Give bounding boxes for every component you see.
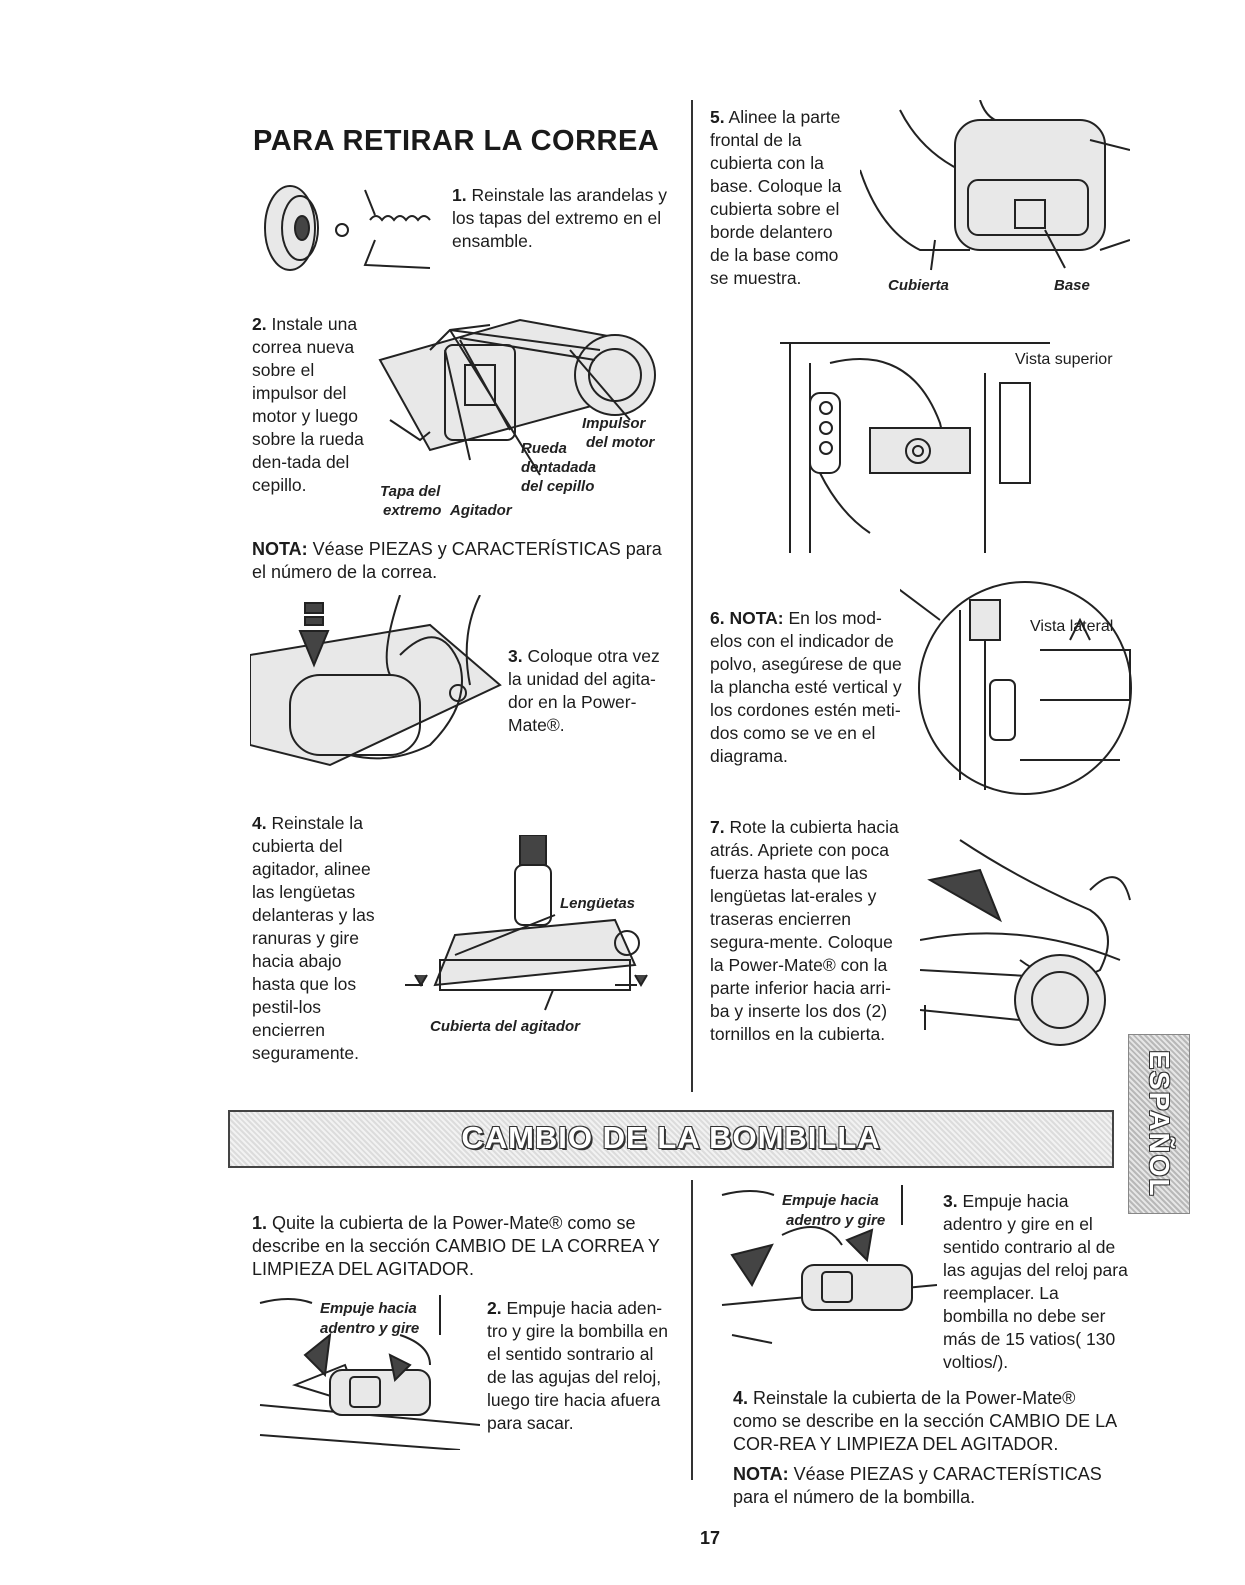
column-divider-bottom [691,1180,693,1480]
belt-step-3: 3. Coloque otra vez la unidad del agita-… [508,646,660,735]
belt-note: NOTA: Véase PIEZAS y CARACTERÍSTICAS par… [252,539,662,582]
bulb-note: NOTA: Véase PIEZAS y CARACTERÍSTICAS par… [733,1464,1102,1507]
label-rueda: Rueda [521,440,567,457]
label-tapa-del: Tapa del [380,483,441,500]
belt-step-4: 4. Reinstale la cubierta del agitador, a… [252,813,375,1063]
belt-install-figure [378,318,656,476]
label-vista-superior: Vista superior [1015,351,1113,368]
language-tab: ESPAÑOL [1128,1034,1190,1214]
label-empuje-right-1: Empuje hacia [782,1192,879,1209]
rotate-cover-figure [920,839,1131,1046]
belt-step-5: 5. Alinee la parte frontal de la cubiert… [710,107,842,288]
bulb-replace-figure [721,1185,937,1344]
top-view-figure [780,342,1050,553]
belt-step-7: 7. Rote la cubierta hacia atrás. Apriete… [710,817,899,1044]
agitator-cover-figure [405,835,648,1011]
label-agitador: Agitador [450,502,512,519]
end-cap-figure [264,185,431,271]
label-extremo: extremo [383,502,442,519]
belt-step-6: 6. NOTA: En los mod-elos con el indicado… [710,608,902,766]
label-empuje-left-1: Empuje hacia [320,1300,417,1317]
side-view-figure [900,581,1132,795]
bulb-step-1: 1. Quite la cubierta de la Power-Mate® c… [252,1213,660,1279]
label-base: Base [1054,277,1090,294]
bulb-step-4: 4. Reinstale la cubierta de la Power-Mat… [733,1388,1117,1454]
section-title-belt: PARA RETIRAR LA CORREA [253,125,660,157]
page-number: 17 [700,1528,721,1548]
bulb-step-3: 3. Empuje hacia adentro y gire en el sen… [943,1191,1128,1372]
label-impulsor: Impulsor [582,415,646,432]
label-del-cepillo: del cepillo [521,478,595,495]
label-empuje-right-2: adentro y gire [786,1212,886,1229]
belt-step-1: 1. Reinstale las arandelas y los tapas d… [452,185,668,251]
label-cubierta: Cubierta [888,277,949,294]
label-vista-lateral: Vista lateral [1030,618,1114,635]
label-dentadada: dentadada [521,459,597,476]
label-empuje-left-2: adentro y gire [320,1320,420,1337]
bulb-section-banner: CAMBIO DE LA BOMBILLA [228,1110,1114,1168]
agitator-replace-figure [250,595,502,767]
bulb-step-2: 2. Empuje hacia aden-tro y gire la bombi… [487,1298,668,1433]
label-lenguetas: Lengüetas [560,895,636,912]
label-cubierta-agitador: Cubierta del agitador [430,1018,581,1035]
label-del-motor: del motor [586,434,655,451]
belt-step-2: 2. Instale una correa nueva sobre el imp… [252,314,364,495]
column-divider-top [691,100,693,1092]
cover-align-figure [860,100,1130,271]
bulb-remove-figure [259,1295,480,1450]
